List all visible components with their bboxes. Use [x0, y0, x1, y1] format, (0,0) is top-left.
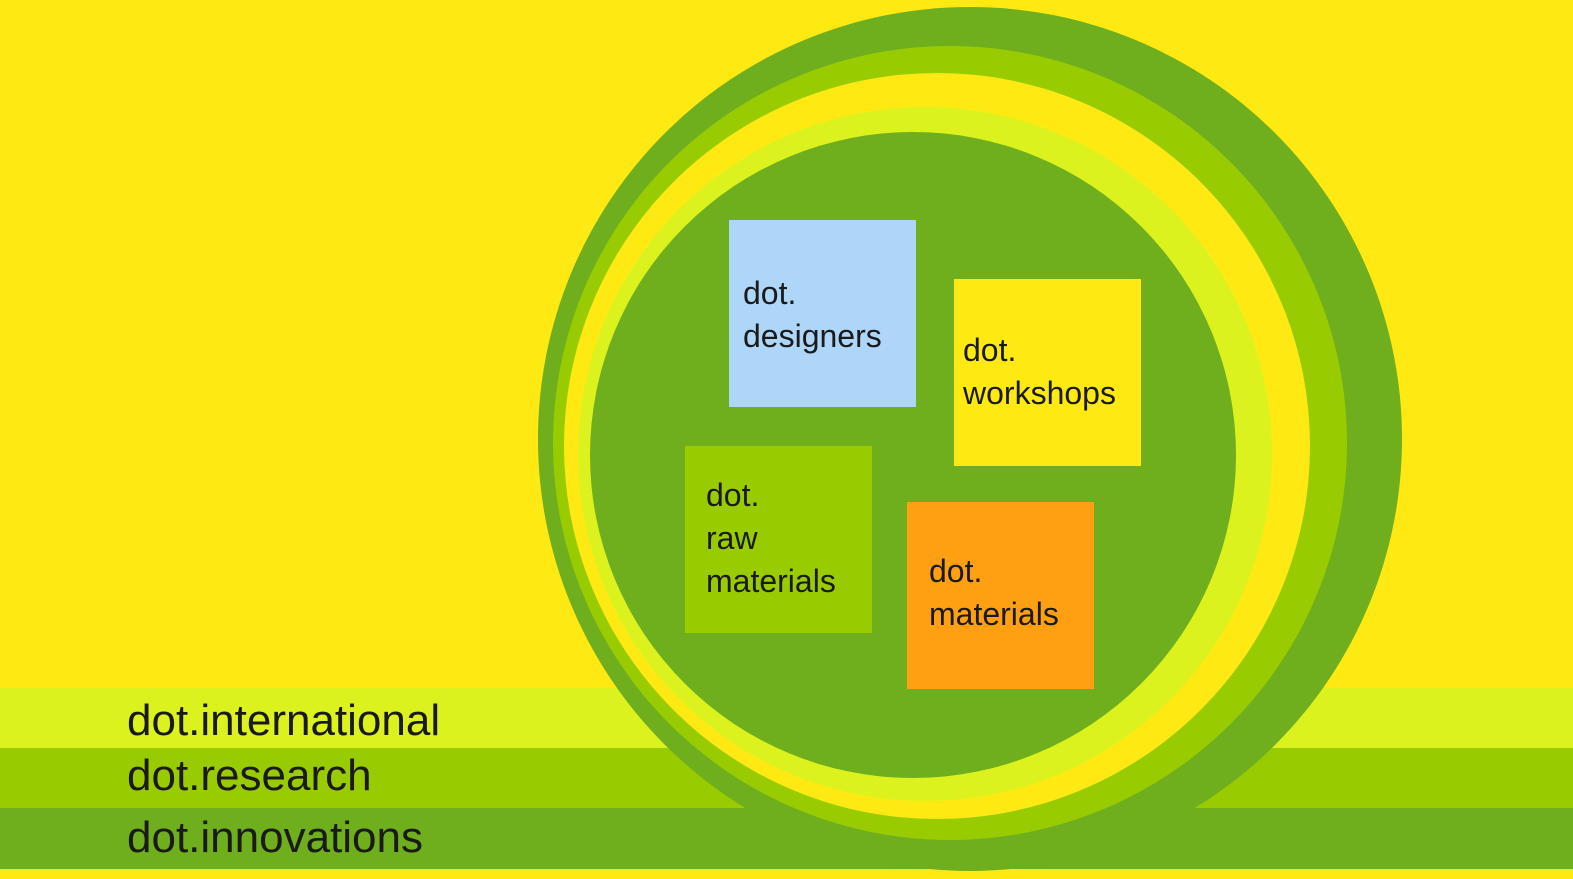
band-label-innovations: dot.innovations — [127, 813, 423, 862]
card-raw-materials: dot. raw materials — [685, 446, 872, 633]
card-workshops: dot. workshops — [954, 279, 1141, 466]
band-label-research: dot.research — [127, 751, 372, 800]
band-label-international: dot.international — [127, 696, 441, 745]
card-designers: dot. designers — [729, 220, 916, 407]
card-line: materials — [929, 596, 1059, 632]
card-line: raw — [706, 520, 758, 556]
card-materials: dot. materials — [907, 502, 1094, 689]
card-line: designers — [743, 318, 882, 354]
card-line: dot. — [743, 275, 797, 311]
card-line: workshops — [963, 375, 1116, 411]
card-line: dot. — [963, 332, 1017, 368]
card-line: dot. — [706, 477, 760, 513]
card-line: materials — [706, 563, 836, 599]
card-line: dot. — [929, 553, 983, 589]
